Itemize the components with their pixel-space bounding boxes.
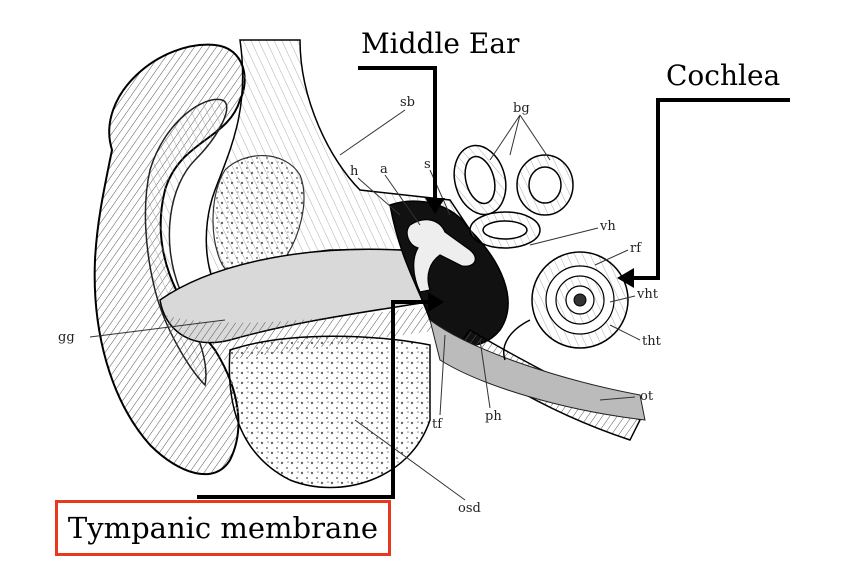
tympanic-membrane-label: Tympanic membrane	[67, 511, 379, 545]
label-ph: ph	[485, 409, 502, 424]
ossicles	[406, 219, 476, 293]
semicircular-canals	[453, 144, 574, 249]
label-tht: tht	[642, 334, 662, 349]
leader-lines	[89, 109, 641, 501]
label-tf: tf	[432, 417, 443, 432]
label-gg: gg	[58, 330, 75, 345]
label-vht: vht	[636, 287, 659, 302]
label-a: a	[380, 162, 388, 177]
pharyngeal-region	[429, 318, 646, 421]
label-ot: ot	[640, 389, 654, 404]
mastoid-bone	[228, 335, 431, 489]
ear-canal-shadow	[150, 305, 440, 365]
tympanic-arrowhead	[428, 292, 444, 312]
cochlea-arrowhead	[617, 268, 634, 288]
label-s: s	[424, 157, 431, 172]
label-vh: vh	[599, 219, 616, 234]
callout-arrows	[197, 66, 790, 499]
label-osd: osd	[458, 501, 481, 516]
label-h: h	[350, 164, 359, 179]
cochlea-spiral	[503, 251, 629, 361]
label-bg: bg	[513, 101, 530, 116]
label-sb: sb	[400, 95, 415, 110]
middle-ear-label: Middle Ear	[361, 27, 520, 60]
tympanic-membrane-highlight-box: Tympanic membrane	[55, 500, 391, 556]
label-rf: rf	[630, 241, 642, 256]
arrowheads	[425, 198, 634, 312]
middle-ear-arrowhead	[425, 198, 445, 214]
cochlea-label: Cochlea	[666, 59, 781, 92]
